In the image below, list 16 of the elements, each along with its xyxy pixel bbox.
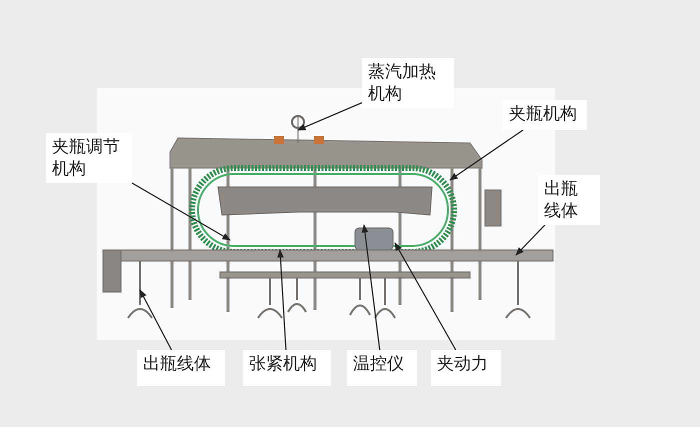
part-label: 出瓶线体 xyxy=(538,175,600,225)
part-label: 夹瓶调节机构 xyxy=(46,133,132,183)
leader-line xyxy=(277,249,287,350)
leader-line xyxy=(132,182,231,241)
part-label: 夹瓶机构 xyxy=(503,100,587,130)
part-label: 夹动力 xyxy=(431,350,501,386)
part-label: 温控仪 xyxy=(347,350,417,386)
leader-line xyxy=(297,102,362,131)
leader-line xyxy=(515,224,546,256)
leader-line xyxy=(394,242,456,350)
leader-line xyxy=(362,224,380,350)
part-label: 张紧机构 xyxy=(243,350,331,386)
part-label: 出瓶线体 xyxy=(137,350,225,386)
leader-line xyxy=(449,130,524,180)
part-label: 蒸汽加热机构 xyxy=(362,58,454,108)
leader-line xyxy=(139,289,172,350)
